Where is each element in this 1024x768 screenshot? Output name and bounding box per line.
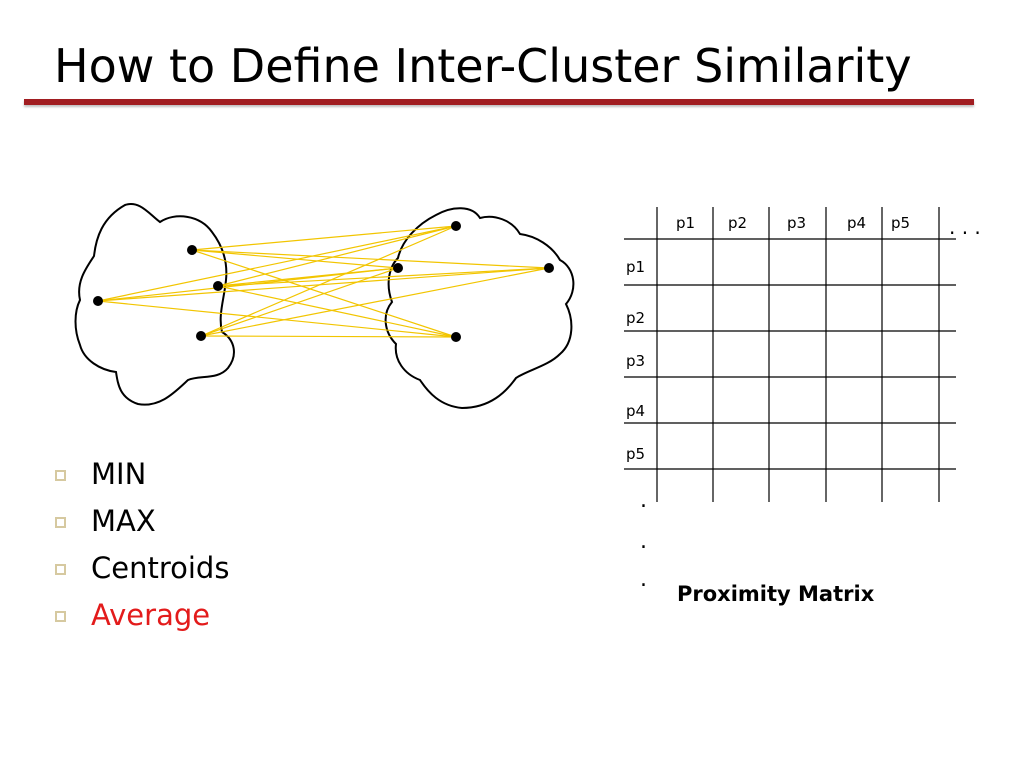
right-cluster-outline [384, 207, 575, 410]
link-line [97, 225, 457, 302]
square-bullet-icon [55, 564, 66, 575]
matrix-column-ellipsis: . . . [949, 215, 981, 239]
link-line [217, 285, 457, 338]
bullet-text: Centroids [91, 550, 230, 585]
right-point [544, 263, 554, 273]
bullet-text: MIN [91, 456, 147, 491]
matrix-column-header: p2 [728, 214, 747, 232]
proximity-matrix-grid [624, 207, 956, 502]
link-line [200, 267, 550, 337]
link-line [97, 267, 550, 302]
list-item: Average [55, 591, 229, 638]
left-cluster-outline [74, 203, 235, 406]
cluster-points [93, 221, 554, 342]
list-item: MAX [55, 497, 229, 544]
title-rule [24, 99, 974, 105]
square-bullet-icon [55, 611, 66, 622]
link-lines [97, 225, 550, 338]
link-line [200, 335, 457, 338]
link-line [97, 300, 457, 338]
matrix-row-ellipsis: . [640, 488, 647, 513]
right-point [451, 332, 461, 342]
bullet-text: MAX [91, 503, 156, 538]
link-line [217, 267, 550, 287]
matrix-row-header: p5 [626, 445, 645, 463]
link-line [217, 225, 457, 287]
matrix-row-ellipsis: . [640, 529, 647, 554]
slide-title: How to Define Inter-Cluster Similarity [54, 39, 912, 93]
left-point [93, 296, 103, 306]
left-point [187, 245, 197, 255]
matrix-row-header: p1 [626, 258, 645, 276]
link-line [200, 267, 399, 337]
matrix-row-ellipsis: . [640, 567, 647, 592]
matrix-column-header: p4 [847, 214, 866, 232]
matrix-row-header: p2 [626, 309, 645, 327]
link-line [191, 249, 399, 269]
matrix-caption: Proximity Matrix [677, 582, 875, 606]
matrix-column-header: p3 [787, 214, 806, 232]
left-point [196, 331, 206, 341]
square-bullet-icon [55, 470, 66, 481]
link-line [191, 249, 550, 269]
list-item: Centroids [55, 544, 229, 591]
matrix-row-header: p3 [626, 352, 645, 370]
matrix-row-header: p4 [626, 402, 645, 420]
square-bullet-icon [55, 517, 66, 528]
right-point [451, 221, 461, 231]
bullet-text-highlighted: Average [91, 597, 211, 632]
link-line [217, 267, 399, 287]
matrix-column-header: p5 [891, 214, 910, 232]
left-point [213, 281, 223, 291]
link-line [200, 225, 457, 337]
similarity-methods-list: MIN MAX Centroids Average [55, 450, 229, 638]
list-item: MIN [55, 450, 229, 497]
right-point [393, 263, 403, 273]
matrix-column-header: p1 [676, 214, 695, 232]
link-line [191, 225, 457, 251]
